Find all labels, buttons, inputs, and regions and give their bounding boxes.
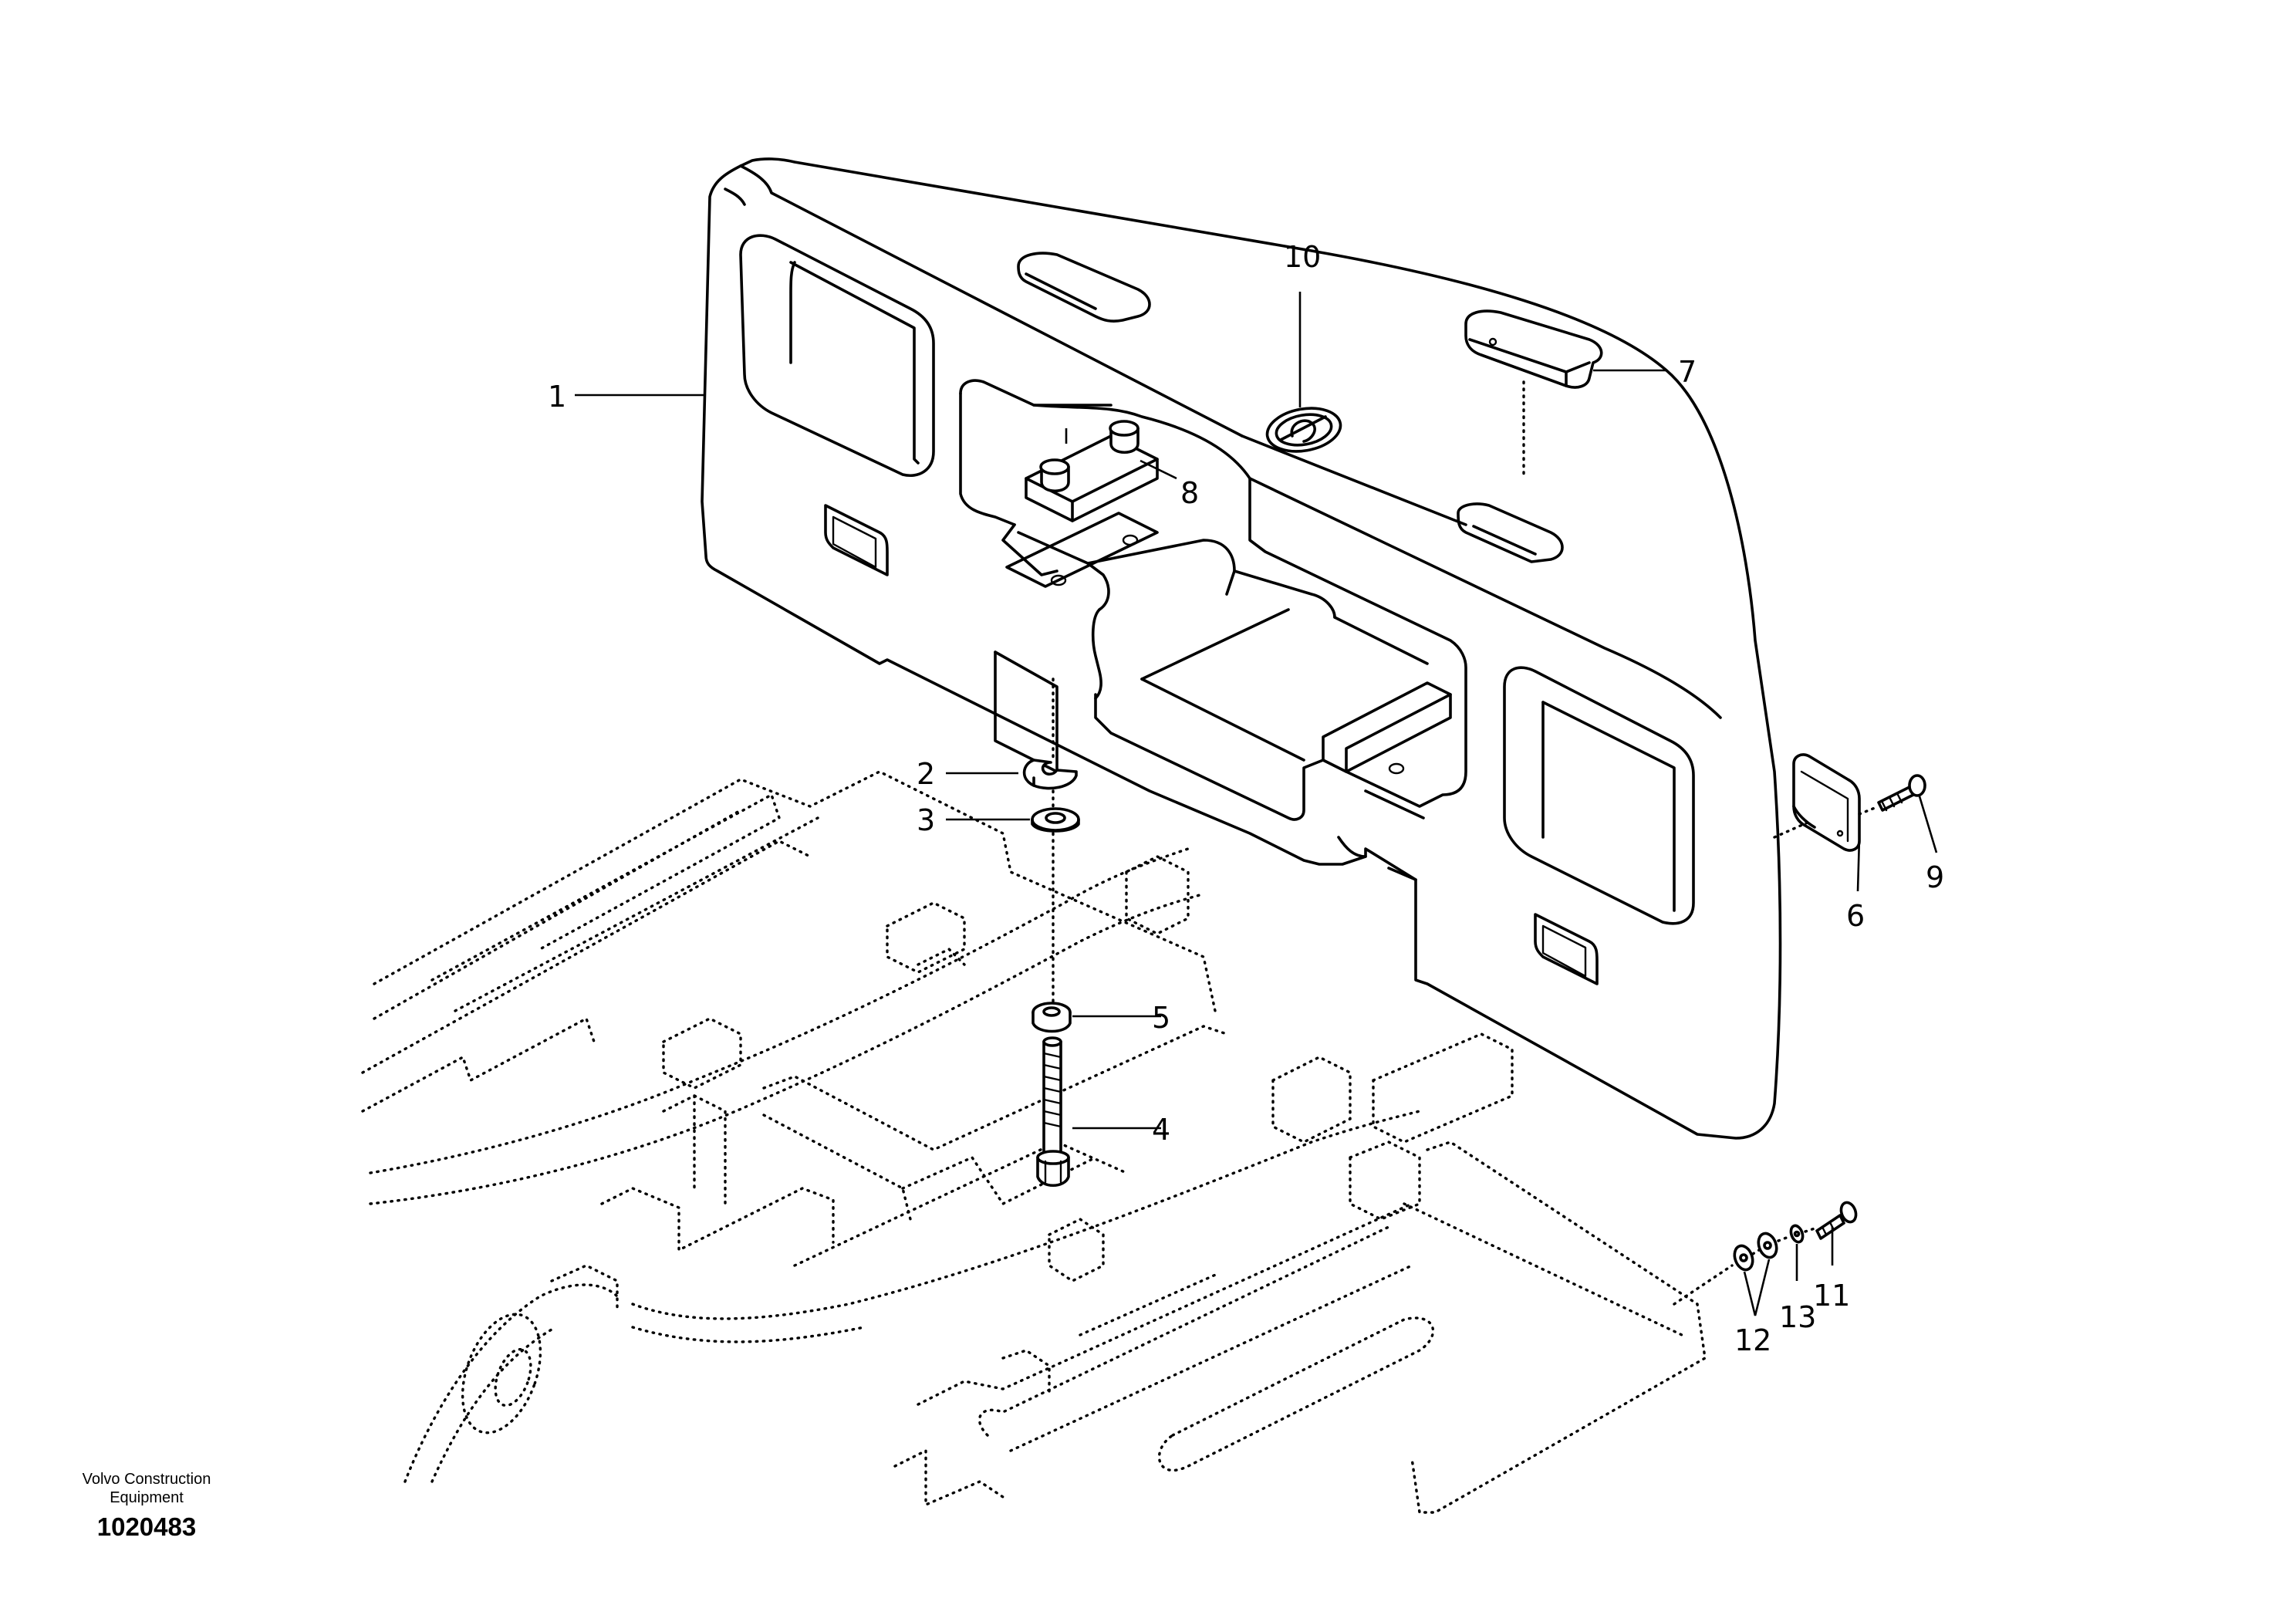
upper-frame-dotted (361, 770, 1707, 1514)
spacer-part-5 (1032, 1002, 1072, 1033)
drawing-number: 1020483 (96, 1512, 197, 1541)
callout-6: 6 (1846, 899, 1865, 933)
leader-lines (575, 292, 1938, 1316)
callout-7: 7 (1678, 355, 1697, 389)
lid-part-7 (1464, 309, 1603, 389)
washer-part-3 (1031, 807, 1080, 833)
callout-4: 4 (1152, 1113, 1170, 1147)
emblem-part-10 (1265, 407, 1342, 453)
callout-11: 11 (1813, 1279, 1850, 1313)
cover-part-6 (1792, 753, 1861, 852)
callout-2: 2 (917, 757, 935, 791)
washer-part-13 (1789, 1224, 1805, 1244)
bolt-part-9 (1877, 774, 1926, 812)
callout-10: 10 (1284, 240, 1321, 274)
callout-5: 5 (1152, 1001, 1170, 1035)
bolt-part-4 (1036, 1036, 1070, 1188)
bolt-part-11 (1815, 1201, 1858, 1240)
callout-1: 1 (548, 380, 566, 414)
mounting-plate-part-8 (1005, 420, 1159, 588)
callout-12: 12 (1734, 1323, 1771, 1357)
assembly-lines (1052, 380, 1880, 1306)
callout-3: 3 (917, 803, 935, 837)
callout-numbers: 1 2 3 4 5 6 7 8 9 10 11 12 13 (548, 240, 1944, 1357)
brand-name-line2: Equipment (110, 1489, 184, 1506)
washer-part-12 (1733, 1232, 1778, 1272)
callout-9: 9 (1926, 860, 1944, 894)
brand-name-line1: Volvo Construction (82, 1471, 211, 1488)
counterweight (701, 157, 1782, 1140)
u-clip-part-2 (1022, 759, 1078, 790)
callout-8: 8 (1180, 476, 1199, 510)
callout-13: 13 (1779, 1300, 1816, 1334)
